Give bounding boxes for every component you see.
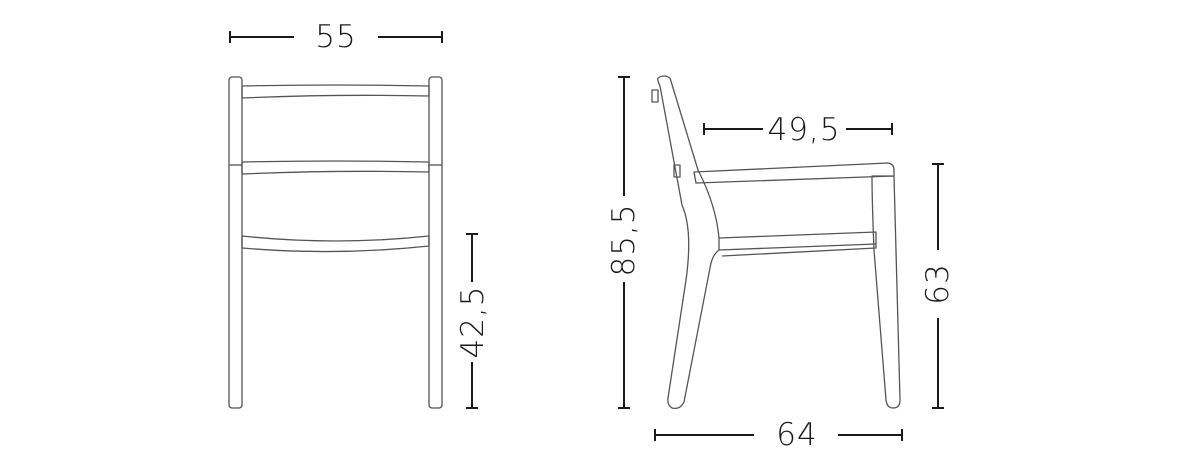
side-armrest <box>693 162 895 184</box>
chair-side-view <box>651 75 901 410</box>
side-back-upright <box>657 75 720 410</box>
side-front-leg <box>871 175 901 409</box>
front-seat-rail <box>241 235 430 253</box>
dimension-side-depth-label: 64 <box>776 417 817 453</box>
dimension-side-seat-depth-label: 49,5 <box>767 112 840 148</box>
dimension-front-width: 55 <box>229 19 443 55</box>
dimension-side-depth: 64 <box>654 417 903 453</box>
side-seat-rail <box>718 231 877 257</box>
front-middle-rail <box>241 160 430 175</box>
dimension-side-seat-depth: 49,5 <box>703 112 893 148</box>
dimension-side-total-height: 85,5 <box>606 76 642 409</box>
dimension-front-seat-height: 42,5 <box>455 233 491 409</box>
front-left-post <box>228 76 243 409</box>
dimension-front-width-label: 55 <box>315 19 356 55</box>
front-right-post <box>428 76 443 409</box>
dimension-side-armrest-height-label: 63 <box>920 263 956 304</box>
dimension-side-total-height-label: 85,5 <box>606 203 642 276</box>
dimension-front-seat-height-label: 42,5 <box>455 285 491 358</box>
dimension-side-armrest-height: 63 <box>920 163 956 409</box>
chair-front-view <box>228 76 443 409</box>
front-top-rail <box>241 84 430 99</box>
